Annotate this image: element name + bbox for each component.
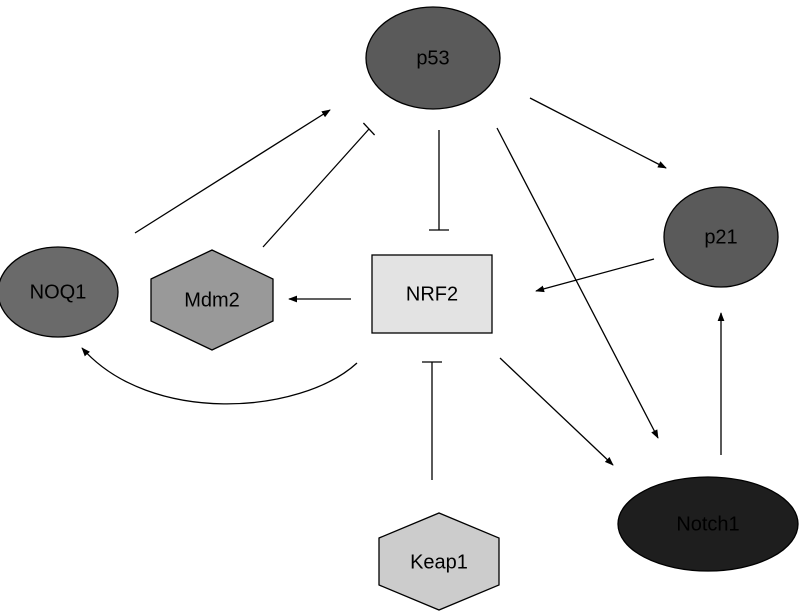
node-p53-label: p53 bbox=[416, 47, 449, 69]
edge-p53-inhibits-nrf2 bbox=[429, 130, 449, 231]
node-noq1: NOQ1 bbox=[0, 246, 119, 338]
edge-nrf2-activates-notch1 bbox=[499, 357, 614, 466]
edge-p53-activates-notch1 bbox=[496, 127, 659, 439]
edges bbox=[81, 97, 725, 480]
node-p53: p53 bbox=[365, 6, 501, 110]
node-mdm2: Mdm2 bbox=[150, 249, 274, 351]
node-notch1-label: Notch1 bbox=[676, 513, 739, 535]
edge-p53-activates-p21 bbox=[529, 97, 667, 169]
node-noq1-shape bbox=[0, 246, 119, 338]
node-keap1: Keap1 bbox=[378, 512, 500, 611]
node-keap1-label: Keap1 bbox=[410, 551, 468, 573]
edge-mdm2-inhibits-p53 bbox=[262, 122, 376, 248]
node-nrf2-shape bbox=[371, 254, 493, 334]
nodes: p53 p21 NOQ1 Mdm2 NRF2 Keap1 Not bbox=[0, 6, 799, 611]
edge-keap1-inhibits-nrf2 bbox=[422, 361, 442, 480]
node-nrf2-label: NRF2 bbox=[406, 283, 458, 305]
node-notch1-shape bbox=[617, 476, 799, 572]
node-p21-shape bbox=[663, 186, 779, 288]
node-mdm2-label: Mdm2 bbox=[184, 289, 240, 311]
node-p21-label: p21 bbox=[704, 226, 737, 248]
node-keap1-shape bbox=[378, 512, 500, 611]
edge-p21-activates-nrf2 bbox=[535, 258, 655, 293]
node-nrf2: NRF2 bbox=[371, 254, 493, 334]
node-p53-shape bbox=[365, 6, 501, 110]
node-noq1-label: NOQ1 bbox=[30, 281, 87, 303]
node-mdm2-shape bbox=[150, 249, 274, 351]
edge-noq1-activates-p53 bbox=[134, 109, 331, 234]
node-notch1: Notch1 bbox=[617, 476, 799, 572]
edge-nrf2-activates-noq1 bbox=[81, 347, 358, 405]
node-p21: p21 bbox=[663, 186, 779, 288]
